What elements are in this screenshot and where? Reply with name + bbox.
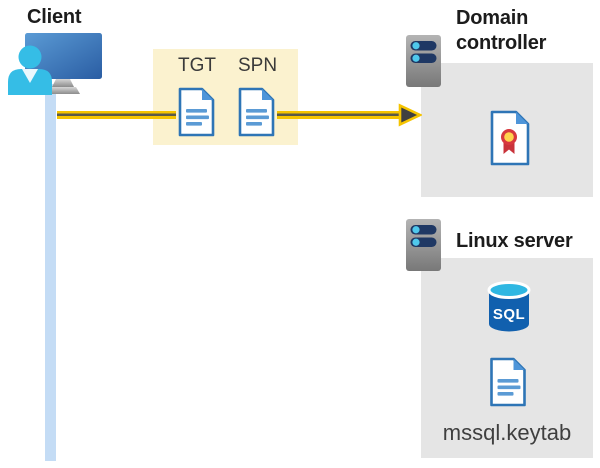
spn-document-icon (238, 87, 275, 137)
client-workstation-icon (8, 33, 102, 95)
client-connection-line (45, 84, 56, 461)
person-icon (8, 45, 52, 95)
tgt-label: TGT (178, 55, 216, 76)
request-arrowhead-icon (398, 103, 422, 127)
sql-icon-text: SQL (493, 306, 525, 323)
keytab-file-label: mssql.keytab (442, 420, 572, 445)
linux-server-icon (406, 219, 441, 271)
tgt-document-icon (178, 87, 215, 137)
sql-database-icon: SQL (487, 281, 531, 332)
request-arrow-line-right (277, 111, 400, 119)
domain-controller-server-icon (406, 35, 441, 87)
spn-label: SPN (238, 55, 278, 76)
certificate-icon (490, 110, 530, 166)
domain-controller-label: Domain controller (456, 7, 547, 54)
client-label: Client (27, 6, 82, 28)
keytab-document-icon (490, 357, 526, 407)
linux-server-label: Linux server (456, 230, 573, 252)
request-arrow-line-left (57, 111, 176, 119)
